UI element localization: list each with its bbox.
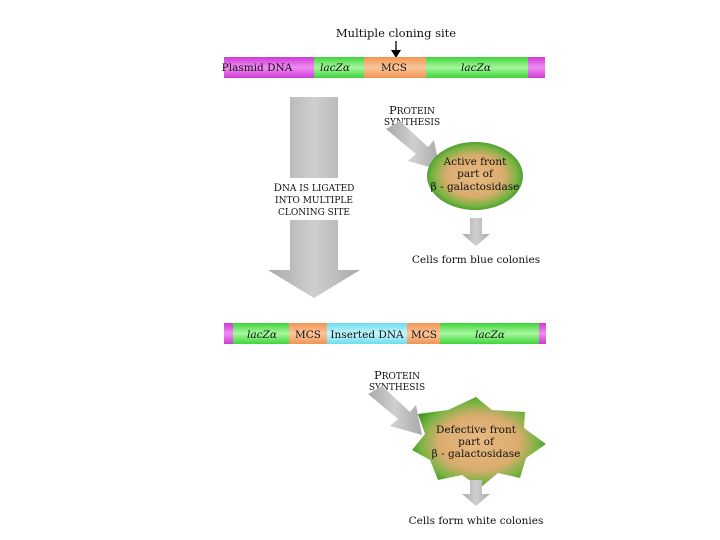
protein-synthesis-label-1: PROTEIN (389, 103, 435, 117)
segment2-lacz-right: lacZα (475, 329, 505, 341)
ligation-label-line1: DNA IS LIGATED (274, 182, 355, 194)
outcome-white-colonies: Cells form white colonies (409, 515, 544, 527)
ligation-label-backdrop (270, 178, 358, 220)
plasmid-bar-1: Plasmid DNA lacZα MCS lacZα (222, 57, 545, 78)
svg-text:Defective front: Defective front (436, 424, 517, 436)
segment-mcs: MCS (381, 62, 407, 74)
segment2-lacz-left: lacZα (247, 329, 277, 341)
ligation-label-line2: INTO MULTIPLE (275, 196, 353, 206)
outcome-blue-colonies: Cells form blue colonies (412, 254, 540, 266)
protein-synthesis-label-2-line2: SYNTHESIS (369, 383, 425, 393)
segment2-inserted-dna: Inserted DNA (330, 329, 404, 341)
down-arrow-2 (462, 480, 490, 506)
plasmid-bar-2: lacZα MCS Inserted DNA MCS lacZα (224, 323, 546, 344)
protein-synthesis-label-2: PROTEIN (374, 368, 420, 382)
synthesis-arrow-1 (386, 121, 440, 170)
segment-lacz-left: lacZα (320, 62, 350, 74)
defective-enzyme-blob: Defective front part of β - galactosidas… (412, 397, 546, 488)
segment2-mcs-right: MCS (411, 329, 437, 341)
segment-lacz-right: lacZα (461, 62, 491, 74)
synthesis-arrow-2 (368, 386, 422, 435)
down-arrow-1 (462, 218, 490, 246)
svg-text:β - galactosidase: β - galactosidase (432, 448, 521, 460)
svg-text:Active front: Active front (443, 156, 508, 168)
active-enzyme-blob: Active front part of β - galactosidase (427, 142, 523, 210)
ligation-label-line3: CLONING SITE (278, 208, 350, 218)
svg-text:part of: part of (457, 168, 494, 180)
svg-text:β - galactosidase: β - galactosidase (431, 181, 520, 193)
segment-plasmid-dna: Plasmid DNA (222, 62, 293, 74)
mcs-title: Multiple cloning site (336, 26, 456, 40)
segment2-mcs-left: MCS (295, 329, 321, 341)
protein-synthesis-label-1-line2: SYNTHESIS (384, 118, 440, 128)
mcs-pointer-arrow (391, 41, 401, 58)
svg-text:part of: part of (458, 436, 495, 448)
